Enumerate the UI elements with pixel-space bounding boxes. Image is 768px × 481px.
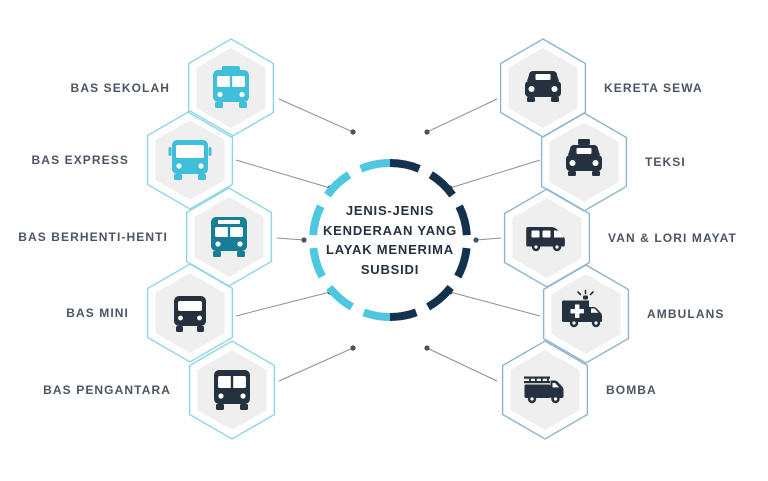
center-title-wrap: JENIS-JENIS KENDERAAN YANG LAYAK MENERIM…: [305, 155, 475, 325]
connector-line: [449, 159, 541, 189]
fire-truck-icon: [524, 376, 564, 404]
van-icon: [526, 227, 565, 252]
connector-dot: [473, 237, 479, 243]
label-bas-berhenti-henti: BAS BERHENTI-HENTI: [18, 230, 168, 244]
car-icon: [525, 71, 561, 102]
label-teksi: TEKSI: [645, 155, 686, 169]
connector-line: [235, 291, 331, 317]
label-kereta-sewa: KERETA SEWA: [604, 81, 703, 95]
label-bas-pengantara: BAS PENGANTARA: [43, 383, 171, 397]
hex-bas-berhenti-henti: [181, 185, 277, 289]
hexagon-outline: [542, 264, 630, 364]
hex-bas-mini: [142, 261, 238, 365]
connector-dot: [350, 129, 356, 135]
connector-line: [276, 237, 305, 241]
express-bus-icon: [168, 140, 212, 180]
label-bas-sekolah: BAS SEKOLAH: [70, 81, 170, 95]
hex-bas-pengantara: [184, 338, 280, 442]
connector-dot: [350, 345, 356, 351]
ambulance-icon: [562, 289, 602, 328]
label-ambulans: AMBULANS: [647, 307, 725, 321]
connector-dot: [301, 237, 307, 243]
hex-ambulans: [538, 262, 634, 366]
connector-line: [278, 347, 354, 382]
hex-bas-express: [142, 108, 238, 212]
label-bas-mini: BAS MINI: [66, 306, 129, 320]
city-bus-icon: [211, 217, 247, 257]
hexagon-outline: [188, 340, 276, 440]
taxi-icon: [566, 139, 602, 176]
connector-line: [475, 237, 502, 241]
connector-line: [426, 98, 498, 133]
connector-line: [235, 159, 331, 189]
connector-dot: [424, 129, 430, 135]
hex-kereta-sewa: [495, 36, 591, 140]
mini-bus-icon: [174, 296, 206, 332]
hex-bas-sekolah: [183, 36, 279, 140]
hexagon-outline: [501, 340, 589, 440]
connector-line: [449, 291, 541, 317]
connector-dot: [424, 345, 430, 351]
hexagon-outline: [146, 110, 234, 210]
hex-teksi: [536, 110, 632, 214]
connector-line: [278, 98, 354, 133]
label-bas-express: BAS EXPRESS: [31, 153, 129, 167]
school-bus-icon: [213, 66, 249, 108]
hex-bomba: [497, 338, 593, 442]
label-bomba: BOMBA: [606, 383, 657, 397]
hexagon-outline: [146, 263, 234, 363]
connector-line: [426, 347, 498, 382]
label-van-lori-mayat: VAN & LORI MAYAT: [608, 231, 737, 245]
hexagon-outline: [187, 38, 275, 138]
hex-van-lori-mayat: [499, 186, 595, 290]
infographic-title: JENIS-JENIS KENDERAAN YANG LAYAK MENERIM…: [322, 203, 457, 277]
coach-bus-icon: [214, 370, 250, 410]
